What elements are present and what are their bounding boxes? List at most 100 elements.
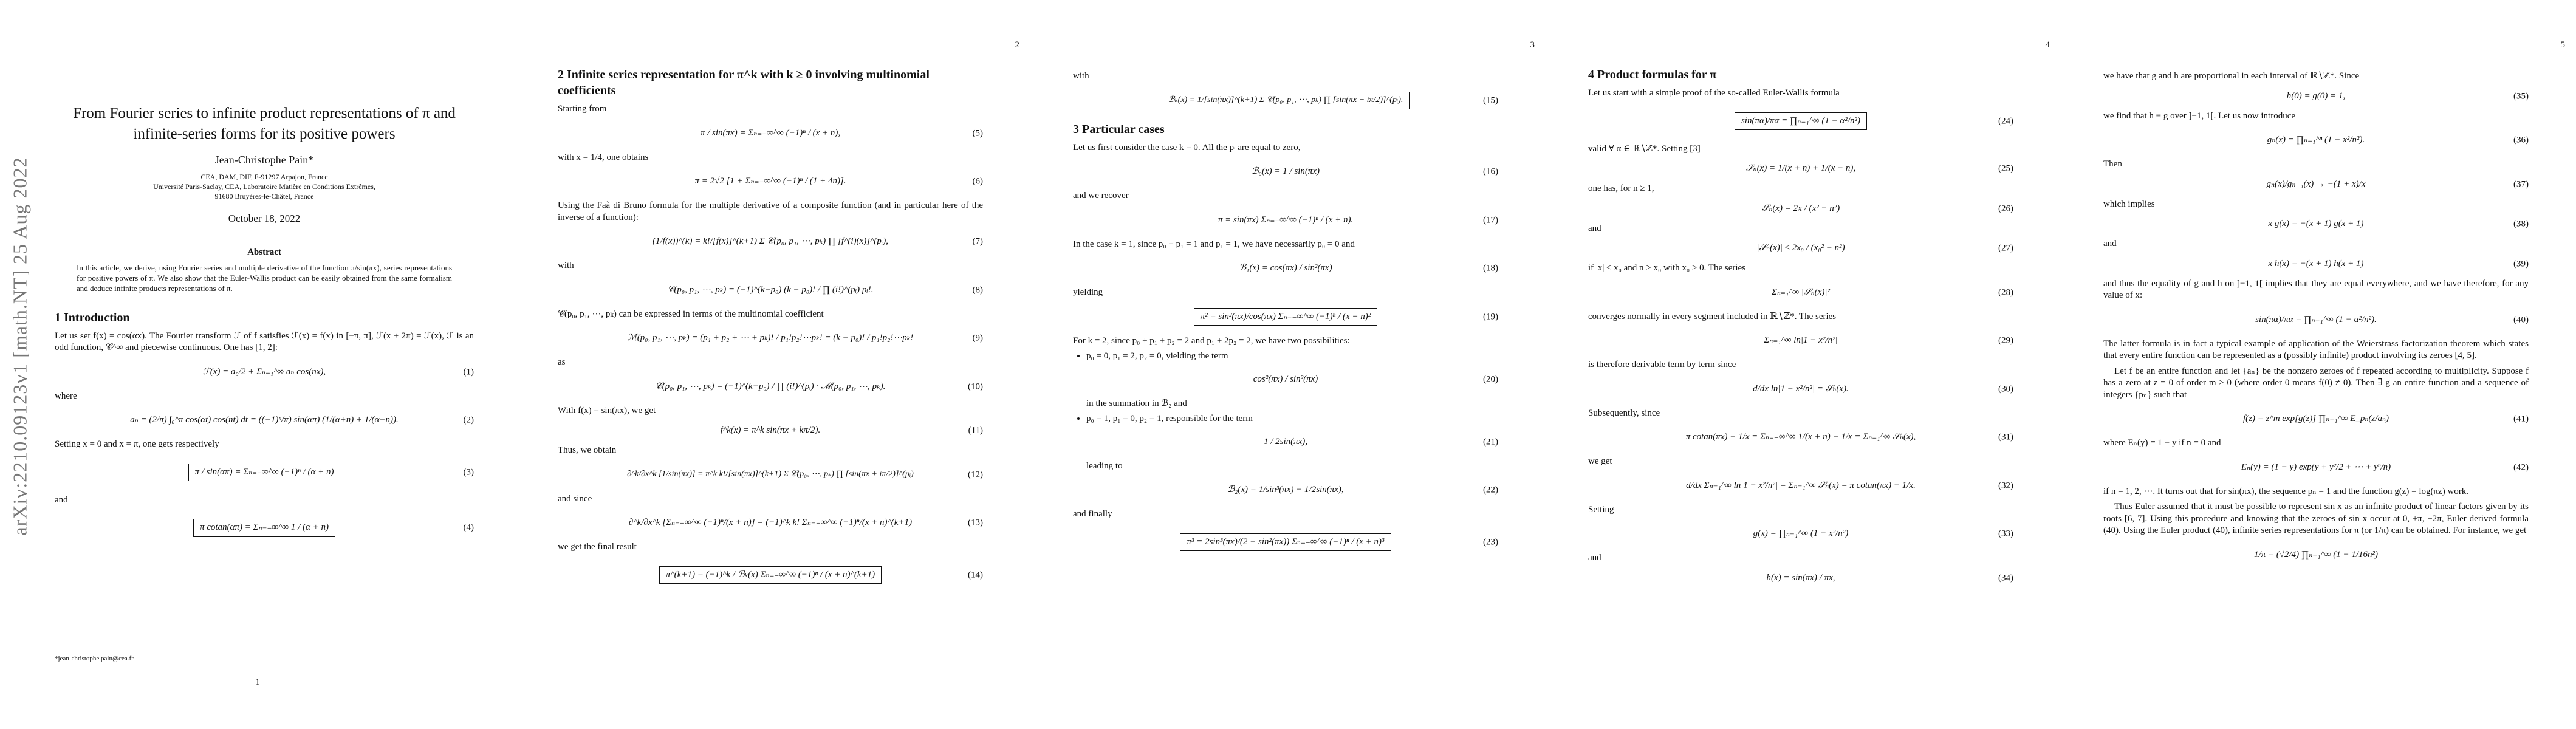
equation-row: x h(x) = −(x + 1) h(x + 1)(39) bbox=[2103, 254, 2529, 275]
paragraph: is therefore derivable term by term sinc… bbox=[1588, 360, 1736, 369]
equation-row: π² = sin²(πx)/cos(πx) Σₙ₌₋∞^∞ (−1)ⁿ / (x… bbox=[1073, 303, 1498, 332]
equation-row: d/dx ln|1 − x²/n²| = 𝒮ₙ(x). (30) bbox=[1588, 375, 2013, 404]
equation-number: (11) bbox=[968, 425, 983, 436]
equation-number: (27) bbox=[1998, 243, 2013, 253]
equation: |𝒮ₙ(x)| ≤ 2x₀ / (x₀² − n²) bbox=[1756, 243, 1845, 253]
equation: gₙ(x) = ∏ₙ₌₁^ⁿ (1 − x²/n²). bbox=[2267, 135, 2365, 145]
page-number: 5 bbox=[2560, 40, 2566, 50]
equation-row: Σₙ₌₁^∞ |𝒮ₙ(x)|²(28) bbox=[1588, 278, 2013, 307]
equation: h(0) = g(0) = 1, bbox=[2286, 91, 2346, 101]
equation-row: aₙ = (2/π) ∫₀^π cos(αt) cos(nt) dt = ((−… bbox=[55, 406, 474, 435]
paragraph: we get bbox=[1588, 456, 1612, 466]
equation-number: (15) bbox=[1483, 95, 1498, 105]
paragraph: and since bbox=[558, 493, 592, 504]
equation-row: π = 2√2 [1 + Σₙ₌₋∞^∞ (−1)ⁿ / (1 + 4n)].(… bbox=[558, 167, 983, 196]
affiliation-2: Université Paris-Saclay, CEA, Laboratoir… bbox=[153, 182, 375, 191]
equation: x g(x) = −(x + 1) g(x + 1) bbox=[2268, 219, 2364, 229]
equation-row: ℬₖ(x) = 1/[sin(πx)]^(k+1) Σ 𝒞(p₀, p₁, ⋯,… bbox=[1073, 86, 1498, 115]
equation-number: (2) bbox=[463, 415, 474, 425]
paragraph: if |x| ≤ x₀ and n > x₀ with x₀ > 0. The … bbox=[1588, 263, 1746, 273]
equation-row: ∂^k/∂x^k [1/sin(πx)] = π^k k!/[sin(πx)]^… bbox=[558, 460, 983, 490]
date: October 18, 2022 bbox=[228, 213, 301, 225]
equation: aₙ = (2/π) ∫₀^π cos(αt) cos(nt) dt = ((−… bbox=[130, 415, 399, 425]
page-number: 4 bbox=[2045, 40, 2050, 50]
boxed-equation: π³ = 2sin³(πx)/(2 − sin²(πx)) Σₙ₌₋∞^∞ (−… bbox=[1180, 533, 1391, 552]
equation: 1/π = (√2/4) ∏ₙ₌₁^∞ (1 − 1/16n²) bbox=[2253, 549, 2379, 560]
section-heading: 2 Infinite series representation for π^k… bbox=[558, 68, 930, 97]
equation-number: (26) bbox=[1998, 203, 2013, 213]
equation-number: (5) bbox=[972, 128, 984, 138]
footnote: *jean-christophe.pain@cea.fr bbox=[55, 655, 134, 662]
page-number: 1 bbox=[255, 677, 260, 687]
author: Jean-Christophe Pain* bbox=[214, 153, 314, 166]
equation-number: (22) bbox=[1483, 485, 1498, 495]
bullet-list: p₀ = 0, p₁ = 2, p₂ = 0, yielding the ter… bbox=[1073, 351, 1498, 363]
page-3: 3 with ℬₖ(x) = 1/[sin(πx)]^(k+1) Σ 𝒞(p₀,… bbox=[1030, 0, 1546, 729]
paragraph: and we recover bbox=[1073, 191, 1129, 200]
equation: 𝒞(p₀, p₁, ⋯, pₖ) = (−1)^(k−p₀) / ∏ (i!)^… bbox=[655, 381, 886, 391]
equation-row: gₙ(x)/gₙ₊₁(x) → −(1 + x)/x (37) bbox=[2103, 174, 2529, 195]
page-1: arXiv:2210.09123v1 [math.NT] 25 Aug 2022… bbox=[0, 0, 515, 729]
boxed-equation: ℬₖ(x) = 1/[sin(πx)]^(k+1) Σ 𝒞(p₀, p₁, ⋯,… bbox=[1161, 92, 1410, 109]
paragraph: Let us set f(x) = cos(αx). The Fourier t… bbox=[55, 330, 474, 353]
affiliation-3: 91680 Bruyères-le-Châtel, France bbox=[214, 192, 314, 201]
equation-number: (30) bbox=[1998, 383, 2013, 394]
equation: gₙ(x)/gₙ₊₁(x) → −(1 + x)/x bbox=[2266, 179, 2366, 189]
equation: π cotan(πx) − 1/x = Σₙ₌₋∞^∞ 1/(x + n) − … bbox=[1685, 432, 1916, 442]
equation-row: g(x) = ∏ₙ₌₁^∞ (1 − x²/n²) (33) bbox=[1588, 519, 2013, 549]
equation-row: f(z) = z^m exp[g(z)] ∏ₙ₌₁^∞ E_pₙ(z/aₙ)(4… bbox=[2103, 405, 2529, 434]
boxed-equation: π cotan(απ) = Σₙ₌₋∞^∞ 1 / (α + n) bbox=[193, 519, 336, 537]
page-2: 2 2 Infinite series representation for π… bbox=[515, 0, 1030, 729]
bullet-list: p₀ = 1, p₁ = 0, p₂ = 1, responsible for … bbox=[1073, 413, 1498, 425]
equation-number: (41) bbox=[2513, 414, 2529, 424]
equation-row: ℱ(x) = a₀/2 + Σₙ₌₁^∞ aₙ cos(nx),(1) bbox=[55, 358, 474, 387]
equation-number: (13) bbox=[968, 518, 983, 528]
equation-number: (39) bbox=[2513, 258, 2529, 269]
equation-number: (14) bbox=[968, 569, 983, 580]
paragraph: Let us start with a simple proof of the … bbox=[1588, 88, 1840, 98]
equation: g(x) = ∏ₙ₌₁^∞ (1 − x²/n²) bbox=[1753, 529, 1849, 539]
paragraph: one has, for n ≥ 1, bbox=[1588, 183, 1654, 193]
page-number: 3 bbox=[1530, 40, 1535, 50]
section-heading: 3 Particular cases bbox=[1073, 122, 1165, 136]
paragraph: Let us first consider the case k = 0. Al… bbox=[1073, 142, 1301, 152]
equation-number: (33) bbox=[1998, 529, 2013, 539]
equation-number: (29) bbox=[1998, 335, 2013, 346]
paragraph: in the summation in ℬ₂ and bbox=[1086, 398, 1187, 408]
paragraph: we find that h ≡ g over ]−1, 1[. Let us … bbox=[2103, 111, 2296, 121]
equation-row: 𝒞(p₀, p₁, ⋯, pₖ) = (−1)^(k−p₀) (k − p₀)!… bbox=[558, 276, 983, 305]
page-number: 2 bbox=[1015, 40, 1020, 50]
paragraph: where Eₙ(y) = 1 − y if n = 0 and bbox=[2103, 438, 2221, 448]
equation-number: (25) bbox=[1998, 163, 2013, 174]
equation-row: Eₙ(y) = (1 − y) exp(y + y²/2 + ⋯ + yⁿ/n)… bbox=[2103, 453, 2529, 482]
equation-number: (32) bbox=[1998, 480, 2013, 490]
paragraph: we have that g and h are proportional in… bbox=[2103, 71, 2360, 81]
paragraph: leading to bbox=[1086, 460, 1123, 471]
equation-number: (9) bbox=[972, 333, 984, 343]
paragraph: as bbox=[558, 357, 566, 367]
equation-row: h(0) = g(0) = 1,(35) bbox=[2103, 86, 2529, 107]
equation: ℬ₁(x) = cos(πx) / sin²(πx) bbox=[1239, 263, 1332, 273]
equation-row: π³ = 2sin³(πx)/(2 − sin²(πx)) Σₙ₌₋∞^∞ (−… bbox=[1073, 524, 1498, 561]
paragraph: and finally bbox=[1073, 509, 1112, 519]
equation: d/dx ln|1 − x²/n²| = 𝒮ₙ(x). bbox=[1753, 383, 1849, 394]
affiliation-1: CEA, DAM, DIF, F-91297 Arpajon, France bbox=[200, 172, 328, 181]
equation-row: ℬ₀(x) = 1 / sin(πx)(16) bbox=[1073, 157, 1498, 187]
paragraph: Using the Faà di Bruno formula for the m… bbox=[558, 200, 983, 222]
equation-row: 1/π = (√2/4) ∏ₙ₌₁^∞ (1 − 1/16n²) bbox=[2103, 541, 2529, 570]
paragraph: which implies bbox=[2103, 199, 2155, 209]
abstract-heading: Abstract bbox=[247, 247, 281, 257]
boxed-equation: π^(k+1) = (−1)^k / ℬₖ(x) Σₙ₌₋∞^∞ (−1)ⁿ /… bbox=[659, 566, 882, 584]
equation-number: (17) bbox=[1483, 214, 1498, 225]
paragraph: valid ∀ α ∈ ℝ∖ℤ*. Setting [3] bbox=[1588, 143, 1701, 154]
equation-row: sin(πα)/πα = ∏ₙ₌₁^∞ (1 − α²/n²).(40) bbox=[2103, 306, 2529, 335]
equation-row: ∂^k/∂x^k [Σₙ₌₋∞^∞ (−1)ⁿ/(x + n)] = (−1)^… bbox=[558, 508, 983, 538]
equation-row: π cotan(απ) = Σₙ₌₋∞^∞ 1 / (α + n)(4) bbox=[55, 510, 474, 546]
equation-number: (16) bbox=[1483, 166, 1498, 177]
paragraph: and thus the equality of g and h on ]−1,… bbox=[2103, 278, 2529, 301]
equation-number: (37) bbox=[2513, 179, 2529, 189]
equation-number: (8) bbox=[972, 284, 984, 295]
equation-number: (34) bbox=[1998, 572, 2013, 583]
equation-number: (20) bbox=[1483, 374, 1498, 384]
equation-number: (12) bbox=[968, 469, 983, 479]
